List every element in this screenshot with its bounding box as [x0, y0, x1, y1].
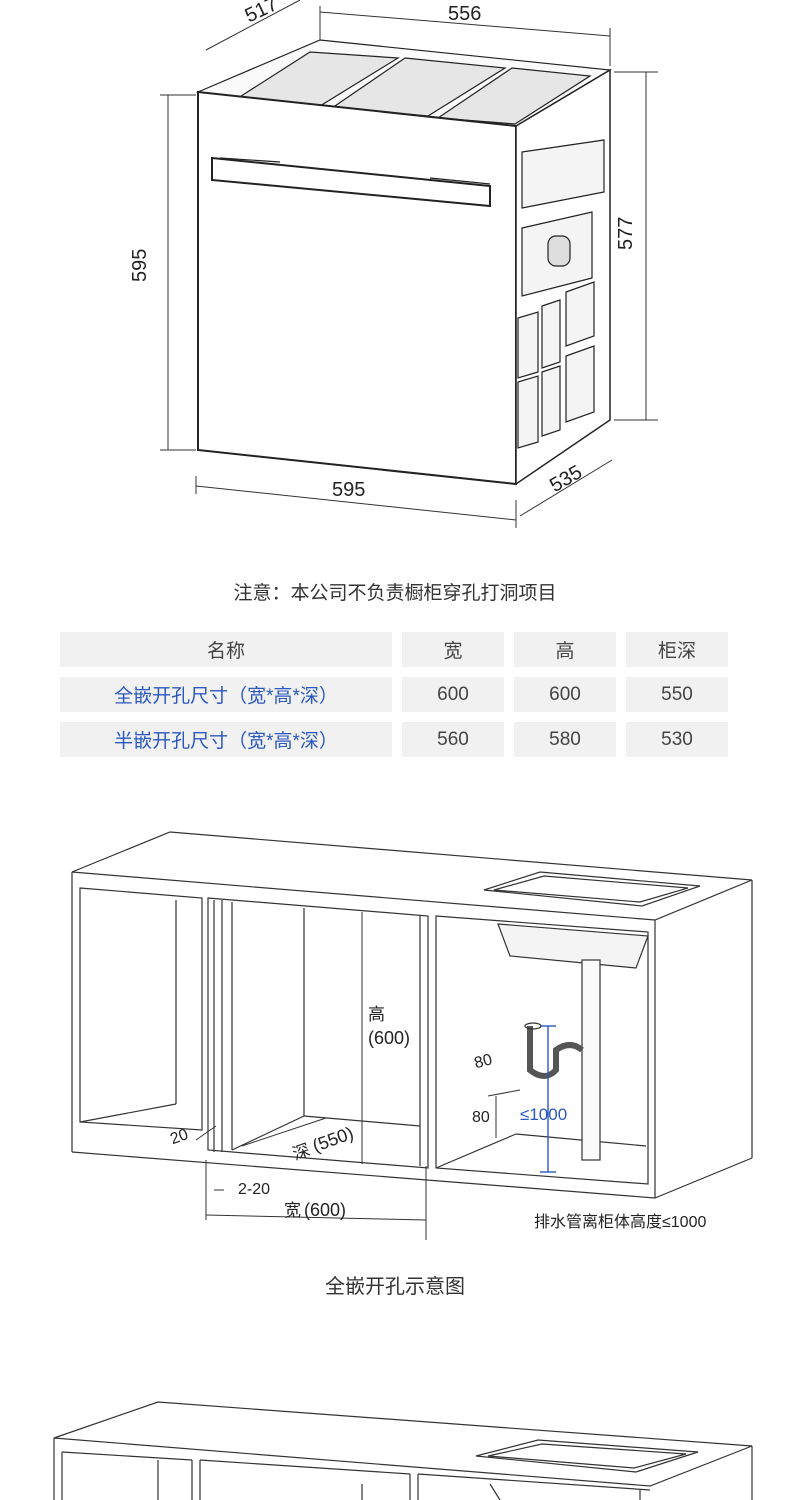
countertop: [71, 831, 753, 921]
label-width: 宽: [284, 1201, 301, 1220]
table-header-row: 名称 宽 高 柜深: [60, 632, 728, 667]
label-depth-value: (550): [310, 1123, 356, 1156]
sink-basin: [497, 923, 649, 969]
drain-trap: [527, 1026, 584, 1079]
oven-diagram: 517 556 595 577 595 535: [129, 0, 658, 528]
table-header-cell: 柜深: [626, 632, 728, 667]
drain-pipe: [581, 959, 601, 1161]
table-cell: 530: [626, 722, 728, 757]
table-cell-name: 半嵌开孔尺寸（宽*高*深）: [60, 722, 392, 757]
table-cell: 560: [402, 722, 504, 757]
dim-top-width: 556: [448, 3, 481, 25]
sink-top: [483, 871, 701, 907]
label-drain-note: 排水管离柜体高度≤1000: [534, 1213, 706, 1231]
oven-cavity: [207, 897, 429, 1169]
table-row: 全嵌开孔尺寸（宽*高*深） 600 600 550: [60, 677, 728, 712]
label-pipe-limit: ≤1000: [520, 1105, 567, 1124]
dim-side-height: 577: [615, 217, 637, 250]
table-cell: 550: [626, 677, 728, 712]
label-pipe-80-b: 80: [472, 1109, 490, 1126]
table-header-cell: 宽: [402, 632, 504, 667]
sink-top-2: [475, 1439, 699, 1473]
dim-bottom-width: 595: [332, 479, 365, 501]
oven-top-vent-3: [436, 67, 592, 125]
cutout-size-table: 名称 宽 高 柜深 全嵌开孔尺寸（宽*高*深） 600 600 550 半嵌开孔…: [50, 622, 738, 767]
label-pipe-80-a: 80: [473, 1051, 495, 1072]
left-compartment: [79, 887, 203, 1131]
label-height: 高: [368, 1005, 385, 1024]
notice-text: 注意：本公司不负责橱柜穿孔打洞项目: [233, 582, 557, 604]
dim-front-height: 595: [129, 249, 151, 282]
label-width-value: (600): [304, 1200, 346, 1220]
half-embed-diagram: [53, 1401, 753, 1500]
table-cell: 600: [514, 677, 616, 712]
table-cell: 580: [514, 722, 616, 757]
oven-front: [197, 90, 517, 486]
full-embed-diagram: 高 (600) 深 (550) 宽 (600) 20 2-20 80 80 ≤1…: [71, 831, 753, 1240]
oven-handle: [211, 156, 491, 208]
label-height-value: (600): [368, 1028, 410, 1048]
table-header-cell: 名称: [60, 632, 392, 667]
full-embed-caption: 全嵌开孔示意图: [325, 1274, 465, 1298]
label-depth: 深: [290, 1140, 312, 1164]
table-row: 半嵌开孔尺寸（宽*高*深） 560 580 530: [60, 722, 728, 757]
dim-top-depth: 517: [242, 0, 282, 27]
right-compartment: [435, 915, 649, 1185]
table-cell-name: 全嵌开孔尺寸（宽*高*深）: [60, 677, 392, 712]
dim-bottom-depth: 535: [546, 461, 586, 497]
label-gap-20: 20: [168, 1126, 191, 1148]
label-gap-2-20: 2-20: [238, 1181, 270, 1198]
table-cell: 600: [402, 677, 504, 712]
table-header-cell: 高: [514, 632, 616, 667]
